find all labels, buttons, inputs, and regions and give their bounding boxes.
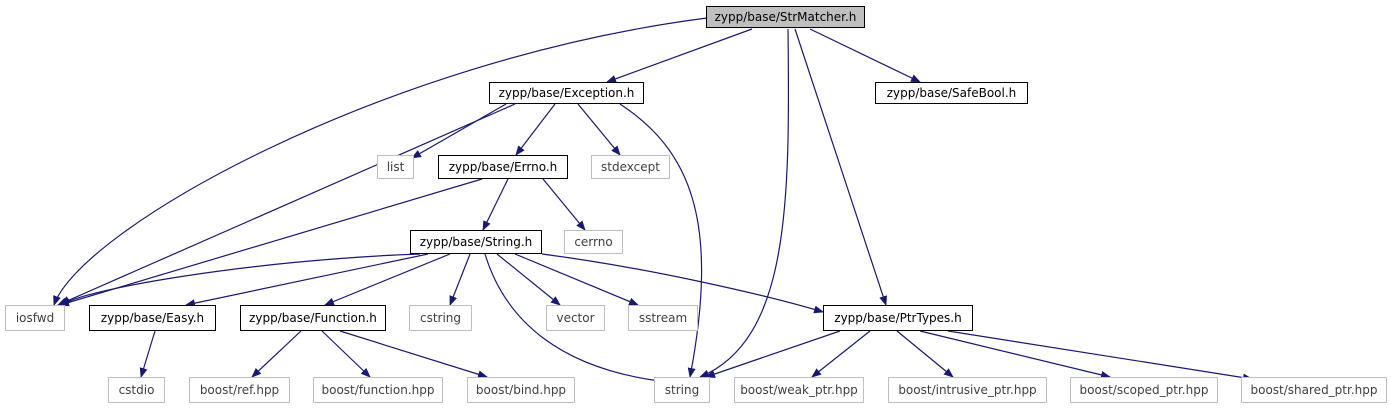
node-label: zypp/base/SafeBool.h bbox=[886, 86, 1017, 100]
node-label: zypp/base/Errno.h bbox=[448, 160, 558, 174]
edge-exception-to-list bbox=[411, 103, 507, 159]
node-boost-function: boost/function.hpp bbox=[313, 377, 443, 403]
edge-strmatcher-to-safebool bbox=[809, 28, 921, 83]
node-boost-shared: boost/shared_ptr.hpp bbox=[1241, 377, 1387, 403]
node-label: iosfwd bbox=[15, 311, 55, 325]
edge-strmatcher-to-iosfwd bbox=[53, 17, 708, 306]
node-label: cstdio bbox=[118, 383, 155, 397]
edge-ptrtypes-to-boost-scoped bbox=[919, 330, 1111, 379]
edge-exception-to-stdexcept bbox=[577, 103, 621, 156]
edge-errno-to-iosfwd bbox=[59, 178, 483, 307]
node-label: vector bbox=[556, 311, 595, 325]
node-label: zypp/base/Easy.h bbox=[100, 311, 205, 325]
node-label: stdexcept bbox=[601, 160, 660, 174]
node-label: boost/shared_ptr.hpp bbox=[1250, 383, 1378, 397]
edge-function-h-to-boost-ref bbox=[251, 330, 302, 378]
node-strmatcher[interactable]: zypp/base/StrMatcher.h bbox=[706, 6, 865, 28]
node-iosfwd: iosfwd bbox=[5, 305, 65, 331]
node-cstdio: cstdio bbox=[108, 377, 165, 403]
node-sstream: sstream bbox=[628, 305, 698, 331]
node-boost-ref: boost/ref.hpp bbox=[189, 377, 290, 403]
node-boost-intrusive: boost/intrusive_ptr.hpp bbox=[888, 377, 1047, 403]
node-label: boost/intrusive_ptr.hpp bbox=[898, 383, 1037, 397]
edge-ptrtypes-to-boost-shared bbox=[947, 330, 1253, 382]
edge-string-h-to-sstream bbox=[514, 253, 639, 306]
node-label: zypp/base/Exception.h bbox=[498, 86, 635, 100]
node-label: boost/ref.hpp bbox=[199, 383, 280, 397]
node-label: cerrno bbox=[574, 235, 613, 249]
node-label: cstring bbox=[419, 311, 462, 325]
node-ptrtypes[interactable]: zypp/base/PtrTypes.h bbox=[823, 305, 973, 331]
edge-ptrtypes-to-boost-weak bbox=[811, 330, 871, 378]
node-stdexcept: stdexcept bbox=[591, 155, 670, 179]
node-boost-scoped: boost/scoped_ptr.hpp bbox=[1070, 377, 1218, 403]
node-list: list bbox=[377, 155, 414, 179]
node-function-h[interactable]: zypp/base/Function.h bbox=[240, 305, 386, 331]
edge-string-h-to-vector bbox=[496, 253, 561, 306]
edge-ptrtypes-to-string bbox=[705, 330, 841, 378]
node-exception[interactable]: zypp/base/Exception.h bbox=[489, 82, 644, 104]
node-cstring: cstring bbox=[409, 305, 472, 331]
node-label: boost/function.hpp bbox=[321, 383, 435, 397]
edge-string-h-to-iosfwd bbox=[61, 253, 421, 306]
edge-string-h-to-ptrtypes bbox=[541, 253, 824, 314]
edge-ptrtypes-to-boost-intrusive bbox=[896, 330, 954, 378]
edge-string-h-to-cstring bbox=[449, 253, 471, 306]
edge-errno-to-string-h bbox=[482, 178, 509, 231]
edge-string-h-to-string bbox=[484, 253, 669, 385]
edge-string-h-to-function-h bbox=[324, 253, 451, 306]
node-label: boost/scoped_ptr.hpp bbox=[1079, 383, 1209, 397]
node-errno[interactable]: zypp/base/Errno.h bbox=[438, 155, 568, 179]
node-label: sstream bbox=[638, 311, 688, 325]
edge-function-h-to-boost-bind bbox=[339, 330, 488, 379]
node-easy[interactable]: zypp/base/Easy.h bbox=[89, 305, 216, 331]
edge-strmatcher-to-string bbox=[699, 28, 790, 378]
node-label: zypp/base/StrMatcher.h bbox=[714, 10, 857, 24]
node-safebool[interactable]: zypp/base/SafeBool.h bbox=[875, 82, 1028, 104]
node-label: boost/bind.hpp bbox=[475, 383, 567, 397]
node-label: zypp/base/PtrTypes.h bbox=[834, 311, 962, 325]
edge-string-h-to-easy bbox=[185, 253, 429, 308]
node-cerrno: cerrno bbox=[564, 230, 623, 254]
edge-exception-to-iosfwd bbox=[57, 103, 516, 306]
edge-exception-to-string bbox=[619, 103, 703, 378]
edge-strmatcher-to-exception bbox=[606, 28, 753, 83]
node-string-h[interactable]: zypp/base/String.h bbox=[410, 230, 542, 254]
node-boost-weak: boost/weak_ptr.hpp bbox=[734, 377, 864, 403]
node-label: boost/weak_ptr.hpp bbox=[740, 383, 858, 397]
node-vector: vector bbox=[546, 305, 605, 331]
node-label: zypp/base/Function.h bbox=[249, 311, 377, 325]
edge-easy-to-cstdio bbox=[139, 330, 156, 378]
node-label: list bbox=[386, 160, 405, 174]
edge-errno-to-cerrno bbox=[542, 178, 586, 231]
edge-exception-to-errno bbox=[515, 103, 556, 156]
node-label: string bbox=[664, 383, 700, 397]
node-boost-bind: boost/bind.hpp bbox=[467, 377, 575, 403]
edge-function-h-to-boost-function bbox=[321, 330, 371, 378]
node-label: zypp/base/String.h bbox=[419, 235, 533, 249]
node-string: string bbox=[654, 377, 710, 403]
edge-strmatcher-to-ptrtypes bbox=[794, 28, 887, 306]
